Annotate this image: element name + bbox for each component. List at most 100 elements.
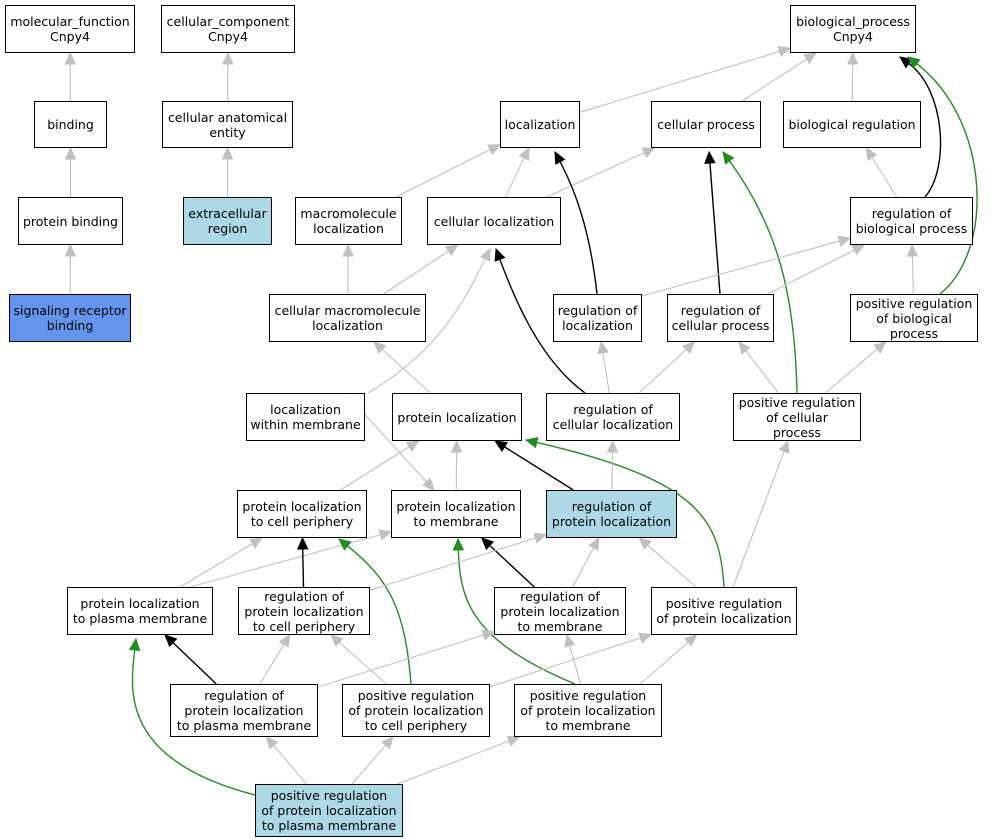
edge-plpm-to-plm-arrowhead [378, 529, 393, 541]
edge-rplpm-to-rplcp-line [259, 644, 285, 685]
edge-prplpm-to-plpm-arrowhead [128, 637, 141, 652]
term-node-ecr[interactable]: extracellular region [183, 197, 272, 245]
term-node-cp[interactable]: cellular process [651, 101, 761, 148]
edge-rloc-to-rbp [641, 235, 852, 297]
term-node-mml[interactable]: macromolecule localization [295, 197, 402, 245]
term-node-plm[interactable]: protein localization to membrane [391, 490, 521, 538]
edge-prplm-to-rplm-line [569, 645, 582, 685]
term-node-rplcp[interactable]: regulation of protein localization to ce… [238, 587, 370, 635]
edge-rplcp-to-rpl [369, 532, 548, 591]
edge-binding-to-mf [64, 51, 76, 102]
edge-prcp-to-prbp [825, 341, 887, 394]
edge-prbp-to-rbp [906, 243, 919, 295]
edge-prplpm-to-plpm [128, 637, 256, 796]
term-node-plcp[interactable]: protein localization to cell periphery [237, 490, 367, 538]
edge-rplm-to-rpl-arrowhead [588, 536, 600, 551]
term-node-cae[interactable]: cellular anatomical entity [162, 101, 293, 148]
edge-rpl-to-pl-line [504, 446, 574, 491]
edge-rpl-to-rcl-line [611, 451, 614, 491]
term-node-cc[interactable]: cellular_component Cnpy4 [161, 5, 295, 53]
term-node-binding[interactable]: binding [34, 101, 107, 148]
edge-prplm-to-prpl-line [639, 641, 689, 685]
edge-prbp-to-rbp-arrowhead [906, 243, 919, 257]
edge-prplcp-to-rplcp-arrowhead [330, 634, 344, 647]
term-node-mf[interactable]: molecular_function Cnpy4 [5, 5, 135, 53]
edge-rcp-to-cp-line [709, 162, 721, 295]
edge-prplm-to-plm-arrowhead [452, 537, 465, 551]
edge-prcp-to-rcp-arrowhead [738, 341, 751, 355]
edge-cmml-to-mml-arrowhead [342, 243, 354, 257]
term-node-prplm[interactable]: positive regulation of protein localizat… [514, 684, 662, 737]
term-node-srb[interactable]: signaling receptor binding [9, 294, 131, 342]
edge-prbp-to-bp-arrowhead [907, 56, 921, 69]
edge-rbp-to-bp-line [908, 62, 942, 198]
edge-rplm-to-plm-line [489, 544, 535, 588]
edge-prplm-to-rplm-arrowhead [564, 633, 576, 648]
edge-plcp-to-pl-arrowhead [405, 440, 420, 452]
edge-rloc-to-loc [554, 150, 598, 295]
term-node-pb[interactable]: protein binding [18, 197, 123, 245]
term-node-rcl[interactable]: regulation of cellular localization [546, 393, 680, 441]
edge-rbp-to-breg-line [871, 157, 898, 198]
term-node-plpm[interactable]: protein localization to plasma membrane [67, 587, 213, 635]
edge-prplcp-to-rplcp [330, 634, 387, 685]
term-node-bp[interactable]: biological_process Cnpy4 [790, 5, 916, 53]
edge-plpm-to-plcp-line [179, 543, 253, 588]
edge-plpm-to-plcp-arrowhead [249, 537, 263, 549]
term-node-rcp[interactable]: regulation of cellular process [667, 294, 774, 342]
edge-rcl-to-cl [494, 247, 586, 394]
edge-srb-to-pb-arrowhead [64, 243, 77, 257]
edge-rcl-to-rcp [638, 341, 696, 394]
term-node-loc[interactable]: localization [500, 101, 580, 148]
edge-cl-to-loc-line [504, 157, 525, 198]
edge-rpl-to-pl-arrowhead [494, 440, 509, 453]
edge-ecr-to-cae-arrowhead [221, 146, 234, 160]
edge-rpl-to-rcl-arrowhead [606, 439, 619, 453]
term-node-rbp[interactable]: regulation of biological process [850, 197, 973, 245]
edge-lwm-to-plm-arrowhead [421, 477, 435, 491]
edge-mml-to-loc-line [395, 149, 491, 198]
term-node-prbp[interactable]: positive regulation of biological proces… [850, 294, 978, 342]
edge-prbp-to-rbp-line [911, 255, 914, 295]
edge-cp-to-bp [741, 52, 818, 102]
edge-prplpm-to-plpm-line [131, 649, 256, 796]
edge-prplpm-to-prplcp-arrowhead [381, 736, 394, 750]
edge-pb-to-binding-arrowhead [64, 146, 77, 160]
term-node-prpl[interactable]: positive regulation of protein localizat… [651, 587, 797, 635]
term-node-rpl[interactable]: regulation of protein localization [546, 490, 677, 538]
edge-prcp-to-cp-line [728, 160, 798, 394]
edge-rcl-to-rloc [597, 340, 610, 394]
edge-prbp-to-bp-line [916, 63, 978, 295]
edge-cp-to-bp-line [741, 58, 808, 102]
edge-prbp-to-bp [907, 56, 978, 295]
term-node-breg[interactable]: biological regulation [783, 101, 921, 148]
term-node-rplm[interactable]: regulation of protein localization to me… [494, 587, 626, 635]
edge-cmml-to-cl [383, 244, 459, 295]
term-node-rloc[interactable]: regulation of localization [553, 294, 642, 342]
term-node-prplpm[interactable]: positive regulation of protein localizat… [255, 784, 403, 837]
edge-rplpm-to-rplcp-arrowhead [278, 633, 291, 648]
term-node-rplpm[interactable]: regulation of protein localization to pl… [170, 684, 318, 737]
edge-rcp-to-cp-arrowhead [704, 150, 716, 164]
edge-cl-to-cp [546, 147, 656, 198]
edge-prplpm-to-rplpm-line [273, 745, 307, 785]
edge-rloc-to-loc-arrowhead [554, 150, 566, 165]
term-node-pl[interactable]: protein localization [392, 393, 522, 441]
edge-plcp-to-pl [340, 440, 420, 491]
edge-prplcp-to-prpl [489, 632, 653, 688]
term-node-lwm[interactable]: localization within membrane [246, 393, 365, 441]
edge-rcl-to-rcp-line [638, 349, 687, 394]
term-node-prplcp[interactable]: positive regulation of protein localizat… [342, 684, 490, 737]
edge-rcl-to-cl-arrowhead [494, 247, 506, 262]
edge-prplm-to-rplm [564, 633, 582, 685]
edge-plm-to-pl-arrowhead [450, 439, 463, 453]
term-node-prcp[interactable]: positive regulation of cellular process [733, 393, 861, 441]
edge-prplcp-to-prpl-arrowhead [638, 632, 653, 644]
term-node-cl[interactable]: cellular localization [427, 197, 561, 245]
term-node-cmml[interactable]: cellular macromolecule localization [269, 294, 426, 342]
edge-prplpm-to-prplcp-line [351, 744, 387, 785]
edge-prcp-to-rcp-line [745, 350, 779, 394]
edge-cae-to-cc [222, 51, 234, 102]
edge-rplpm-to-plpm [164, 634, 217, 685]
